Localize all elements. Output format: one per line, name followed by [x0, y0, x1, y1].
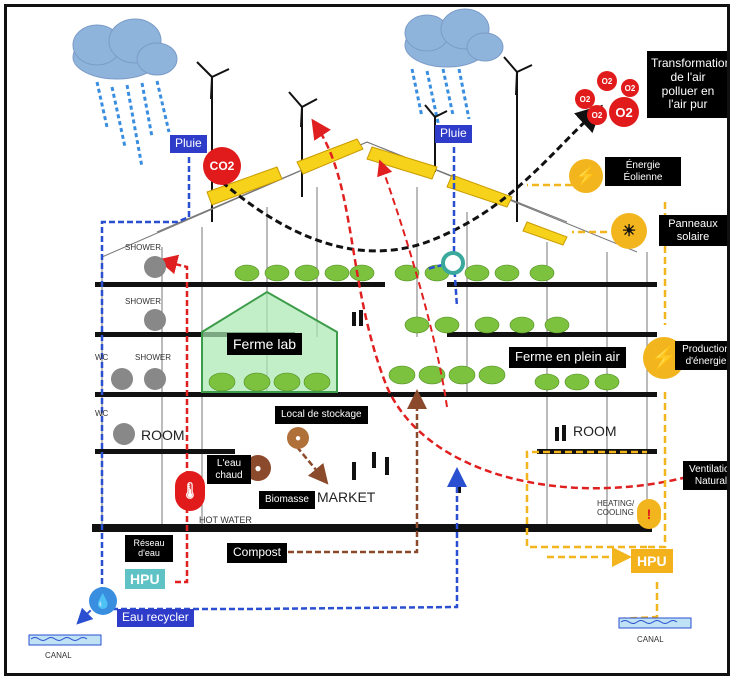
ferme-lab-label: Ferme lab — [227, 333, 303, 356]
shower-label: SHOWER — [125, 243, 161, 252]
floor-slabs — [92, 282, 657, 532]
o2-label: O2 — [615, 104, 633, 120]
shower-label: SHOWER — [135, 353, 171, 362]
production-energie-label: Production d'énergie — [675, 341, 727, 370]
o2-bubble: O2 — [621, 79, 639, 97]
o2-bubble: O2 — [575, 89, 595, 109]
solar-roof-panels — [206, 138, 568, 246]
eau-recycler-label: Eau recycler — [117, 609, 194, 627]
rain-icon-right — [410, 68, 471, 128]
ventilation-arrow-2 — [377, 159, 448, 408]
wind-energy-icon: ⚡ — [569, 159, 603, 193]
canal-left-icon — [28, 634, 102, 646]
plant-beds — [208, 264, 620, 392]
pluie-label-left: Pluie — [170, 135, 207, 153]
hpu-right: HPU — [631, 549, 673, 574]
canal-left-label: CANAL — [45, 651, 72, 660]
eau-chaud-label: L'eau chaud — [207, 455, 251, 484]
reseau-eau-label: Réseau d'eau — [125, 535, 173, 562]
ventilation-label: Ventilation Natural — [683, 461, 727, 490]
heating-cooling-label: HEATING/ COOLING — [597, 499, 635, 518]
pluie-label-right: Pluie — [435, 125, 472, 143]
hot-water-label: HOT WATER — [199, 515, 252, 525]
panneaux-solaire-label: Panneaux solaire — [659, 215, 727, 247]
people-icons — [352, 310, 566, 493]
cloud-icon-left — [72, 18, 178, 80]
canal-right-label: CANAL — [637, 635, 664, 644]
wc-label: WC — [95, 353, 109, 362]
cloud-icon-right — [404, 8, 504, 68]
local-stockage-label: Local de stockage — [275, 406, 368, 424]
co2-label: CO2 — [209, 159, 235, 173]
diagram-frame: CO2 O2 O2 O2 O2 O2 ⚡ ☀ ⚡ 🌡 ! 💧 ● ● Trans… — [4, 4, 730, 676]
energy-line — [525, 183, 667, 621]
water-drop-icon: 💧 — [89, 587, 117, 615]
compost-label: Compost — [227, 543, 288, 563]
thermometer-icon: 🌡 — [175, 471, 205, 511]
solar-panel-icon: ☀ — [611, 213, 647, 249]
o2-bubble: O2 — [597, 71, 617, 91]
recycle-icon — [441, 251, 465, 275]
o2-label: O2 — [579, 94, 591, 104]
compost-flow — [279, 389, 427, 554]
hot-water-loop — [157, 254, 189, 584]
wc-label: WC — [95, 409, 109, 418]
o2-bubble: O2 — [587, 105, 607, 125]
biomasse-label: Biomasse — [259, 491, 315, 509]
stockage-icon: ● — [287, 427, 309, 449]
stockage-flow — [296, 446, 329, 485]
canal-right-icon — [618, 617, 692, 629]
ferme-plein-air-label: Ferme en plein air — [509, 347, 626, 368]
thermometer-icon-right: ! — [637, 499, 661, 529]
co2-to-o2-arrow — [221, 104, 603, 253]
room-label-left: ROOM — [141, 427, 185, 443]
rain-icon-left — [95, 80, 171, 168]
hpu-left: HPU — [125, 569, 165, 590]
energie-eolienne-label: Énergie Éolienne — [605, 157, 681, 186]
transformation-label: Transformation de l'air polluer en l'air… — [647, 51, 727, 119]
o2-label: O2 — [601, 76, 613, 86]
shower-label: SHOWER — [125, 297, 161, 306]
shower-icons — [111, 256, 166, 445]
o2-label: O2 — [591, 110, 603, 120]
co2-badge: CO2 — [203, 147, 241, 185]
rain-pipe-left — [100, 157, 191, 597]
market-label: MARKET — [317, 489, 376, 505]
o2-bubble-large: O2 — [609, 97, 639, 127]
room-label-right: ROOM — [573, 423, 617, 439]
o2-label: O2 — [624, 83, 636, 93]
